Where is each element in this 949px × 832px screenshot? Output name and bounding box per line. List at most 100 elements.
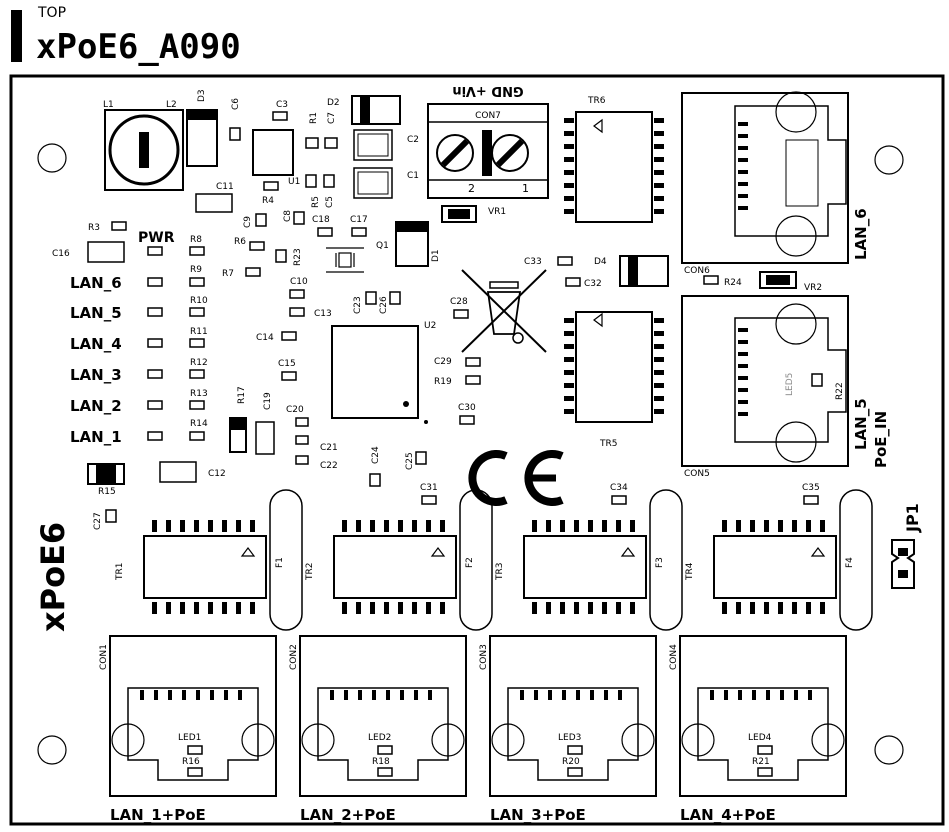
- ref-tr5: TR5: [599, 439, 617, 449]
- jack-contact: [738, 122, 748, 126]
- jack-contact: [590, 690, 594, 700]
- jack-contact: [738, 352, 748, 356]
- ref-c35: C35: [802, 483, 820, 493]
- cap-c18: [317, 227, 333, 237]
- transformer-pin: [398, 602, 403, 614]
- jack-contact: [428, 690, 432, 700]
- ref-c8: C8: [283, 210, 293, 222]
- jack-contact: [738, 146, 748, 150]
- ref-c33: C33: [524, 257, 542, 267]
- ref-vr1: VR1: [488, 207, 506, 217]
- jack-contact: [738, 388, 748, 392]
- ref-c7: C7: [327, 112, 337, 124]
- transformer-tr5: TR5: [575, 311, 653, 449]
- cap-c32: [565, 277, 581, 287]
- led-label: LAN_6: [70, 274, 122, 292]
- transistor-q1: [395, 221, 429, 267]
- ref-f1: F1: [275, 557, 285, 568]
- ref-r16: R16: [182, 757, 200, 767]
- ref-r19: R19: [434, 377, 452, 387]
- diode-d3: D3: [186, 89, 218, 167]
- rj45-jack-poe-in: LED5 R22 LAN_5 PoE_IN: [681, 295, 890, 468]
- transformer-pin: [546, 602, 551, 614]
- led-indicator: [147, 400, 163, 410]
- port-led: [567, 745, 583, 755]
- transformer-pin: [602, 520, 607, 532]
- rj45-jack: [489, 635, 657, 797]
- res-r1: [305, 137, 319, 149]
- transformer-pin: [736, 602, 741, 614]
- fuse-body: [459, 489, 493, 631]
- ref-con5: CON5: [684, 469, 710, 479]
- ref-r23: R23: [293, 248, 303, 266]
- jack-contact: [738, 364, 748, 368]
- transformer-pin: [208, 602, 213, 614]
- cap-c34: [611, 495, 627, 505]
- ref-con2: CON2: [289, 644, 299, 670]
- ref-c27: C27: [93, 512, 103, 530]
- transformer-pin: [654, 170, 664, 175]
- transformer-pin: [564, 209, 574, 214]
- header-bar: [11, 10, 22, 62]
- transformer-pin: [250, 520, 255, 532]
- jack-contact: [372, 690, 376, 700]
- transformer-pin: [564, 383, 574, 388]
- xpoe6-side-label: xPoE6: [34, 522, 72, 632]
- ref-c22: C22: [320, 461, 338, 471]
- ref-c15: C15: [278, 359, 296, 369]
- jack-contact: [780, 690, 784, 700]
- transformer-pin: [152, 602, 157, 614]
- ref-tr4: TR4: [685, 562, 695, 581]
- weee-bin-icon: [461, 269, 547, 353]
- ref-r5: R5: [311, 196, 321, 208]
- jack-contact: [576, 690, 580, 700]
- jack-contact: [548, 690, 552, 700]
- ref-led3: LED3: [558, 733, 581, 743]
- mounting-hole-br: [874, 735, 904, 765]
- res-r19: [465, 375, 481, 385]
- transformer-pin: [736, 520, 741, 532]
- ref-c3: C3: [276, 100, 288, 110]
- fuse-body: [839, 489, 873, 631]
- led-resistor: [189, 400, 205, 410]
- cap-c7: [324, 137, 338, 149]
- ref-c13: C13: [314, 309, 332, 319]
- cap-c13: [289, 307, 305, 317]
- transformer-pin: [426, 520, 431, 532]
- transformer-pin: [616, 520, 621, 532]
- transformer-pin: [440, 602, 445, 614]
- transformer-pin: [564, 396, 574, 401]
- transformer-pin: [764, 602, 769, 614]
- varistor-vr2-fill: [766, 275, 790, 285]
- ref-c26: C26: [379, 296, 389, 314]
- cap-c26: [389, 291, 401, 305]
- cap-c10: [289, 289, 305, 299]
- transformer-pin: [564, 370, 574, 375]
- jack-contact: [604, 690, 608, 700]
- ref-l1: L1: [103, 100, 114, 110]
- varistor-vr1-fill: [448, 209, 470, 219]
- ref-f3: F3: [655, 557, 665, 568]
- jack-contact: [738, 158, 748, 162]
- res-r23: [275, 249, 287, 263]
- jack-contact: [168, 690, 172, 700]
- transformer-body: [143, 535, 267, 599]
- ref-d2: D2: [327, 98, 340, 108]
- transformer-pin: [370, 602, 375, 614]
- con7-pin-1: 1: [522, 182, 529, 195]
- transformer-pin: [194, 520, 199, 532]
- transformer-pin: [564, 357, 574, 362]
- transformer-pin: [588, 602, 593, 614]
- ref-tr1: TR1: [115, 563, 125, 581]
- transformer-pin: [356, 602, 361, 614]
- pwr-label: PWR: [138, 230, 175, 246]
- ref-c32: C32: [584, 279, 602, 289]
- ref-r11: R11: [190, 327, 208, 337]
- transformer-pin: [250, 602, 255, 614]
- rj45-jack: [299, 635, 467, 797]
- rj45-jack: [679, 635, 847, 797]
- jack-contact: [196, 690, 200, 700]
